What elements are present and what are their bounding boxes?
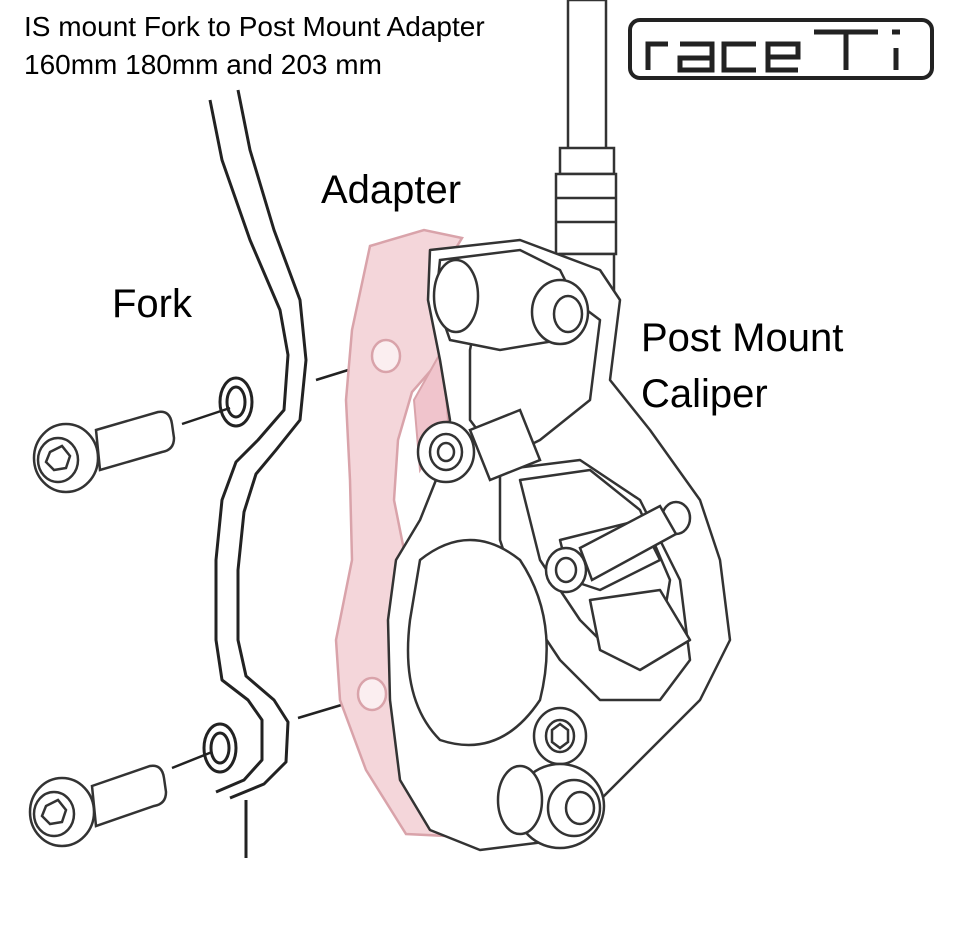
fork-mount-hole-upper	[218, 376, 254, 428]
title-line-1: IS mount Fork to Post Mount Adapter	[24, 11, 485, 42]
fork-mount-hole-lower	[202, 722, 238, 774]
fork-label: Fork	[112, 282, 192, 326]
raceti-logo	[628, 18, 934, 80]
raceti-logo-mark	[628, 18, 934, 80]
mount-bolt-upper	[32, 410, 176, 494]
caliper-bolt-upper	[416, 408, 542, 484]
mount-bolt-lower	[28, 764, 168, 848]
title-line-2: 160mm 180mm and 203 mm	[24, 49, 382, 80]
diagram-title: IS mount Fork to Post Mount Adapter 160m…	[24, 8, 485, 84]
caliper-label-line-2: Caliper	[641, 372, 768, 416]
brake-hose	[554, 0, 618, 294]
post-mount-caliper	[386, 238, 732, 852]
caliper-pad-pin	[544, 500, 692, 594]
caliper-label-line-1: Post Mount	[641, 316, 844, 360]
caliper-bolt-lower	[532, 706, 588, 766]
fork-leg	[208, 89, 308, 858]
adapter-label: Adapter	[321, 168, 462, 212]
banjo-fitting	[432, 248, 590, 352]
caliper-piston-cap	[496, 762, 606, 850]
